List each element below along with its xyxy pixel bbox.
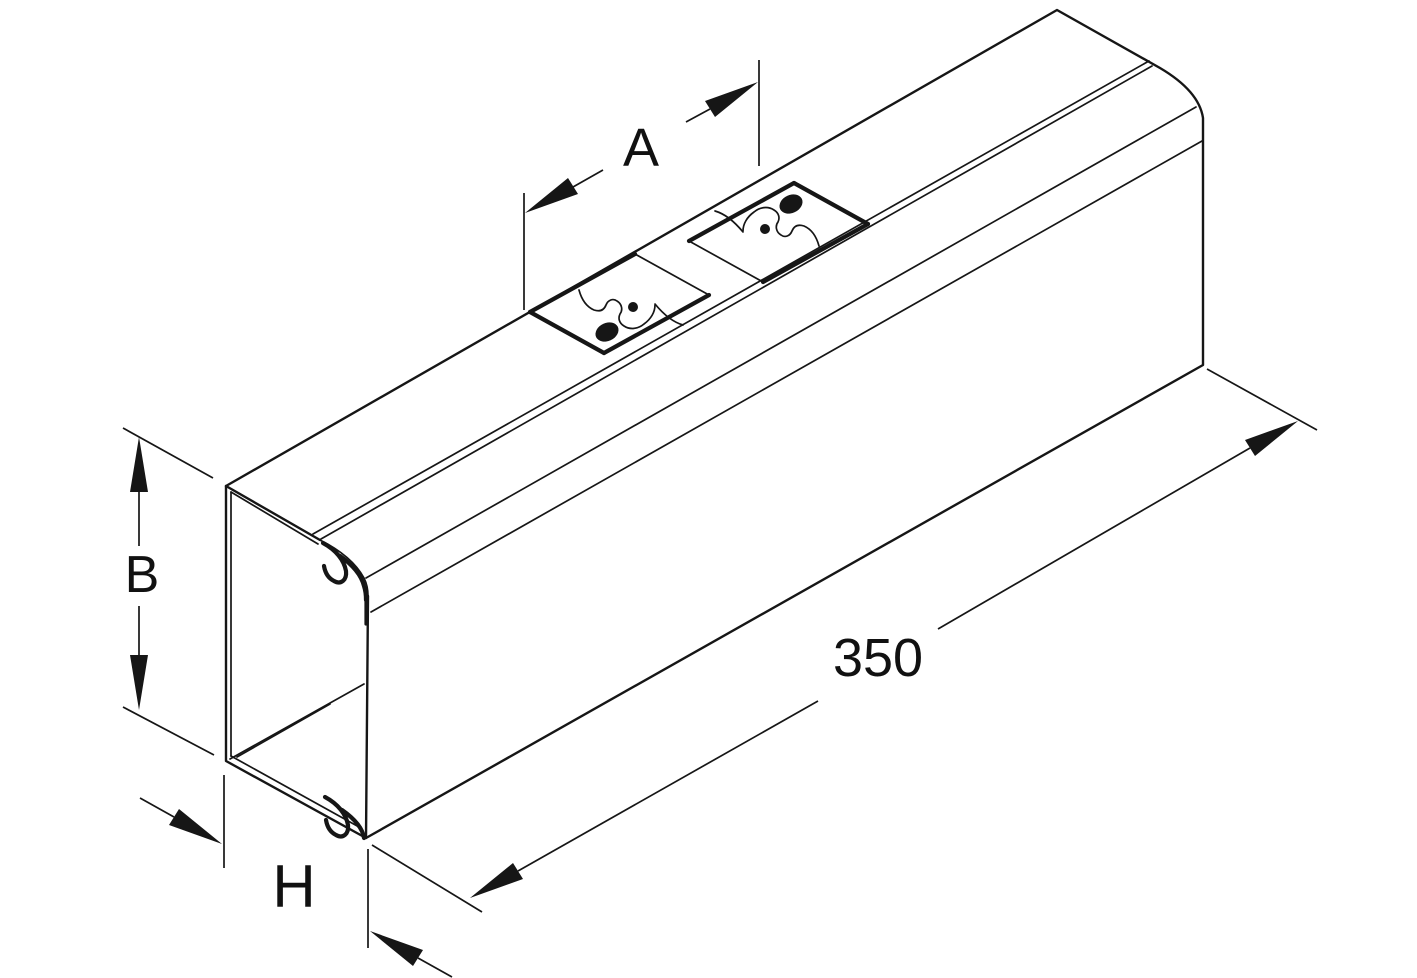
tab2-cut-right <box>791 180 871 227</box>
lid-curl-top-hook <box>320 540 349 585</box>
dim-b-label: B <box>125 546 160 604</box>
tab1-cut-ridge <box>527 251 638 315</box>
dim-a-line-right <box>685 108 711 123</box>
tab1-pilot-hole <box>628 302 638 312</box>
dimension-h: H <box>139 775 453 978</box>
open-end-thickness-top <box>230 491 319 545</box>
open-end-thickness-bottom <box>230 755 360 828</box>
dim-b-arrow-up <box>130 437 148 492</box>
dim-length-arrow-right <box>1245 421 1298 456</box>
dim-a-arrow-right <box>705 82 758 117</box>
dim-h-line-right <box>417 957 453 978</box>
lid-seam-line-2 <box>320 65 1153 540</box>
dim-length-arrow-left <box>470 863 523 898</box>
tab2-edge-left <box>688 240 764 283</box>
dim-b-arrow-down <box>130 655 148 710</box>
inner-bottom-edge2 <box>236 703 331 758</box>
dim-length-line-right <box>937 447 1251 630</box>
tab2-tongue-tail <box>714 210 744 233</box>
lid-curl-top-arc <box>337 553 369 603</box>
fixing-tab-1 <box>527 251 712 356</box>
lid-front-lip-line <box>370 140 1203 613</box>
tab2-cut-top <box>686 180 797 244</box>
dim-length-line-left <box>517 700 819 872</box>
open-end-top-edge <box>224 484 322 542</box>
dim-h-arrow-left <box>169 809 222 844</box>
dimension-b: B <box>122 427 215 756</box>
duct-outline <box>224 8 1205 840</box>
tab1-tongue-tail <box>654 303 684 326</box>
top-front-fold-line <box>365 106 1197 579</box>
open-end-front-edge <box>364 594 370 840</box>
tab2-cut-seam <box>760 221 871 285</box>
dim-h-arrow-right <box>370 931 423 966</box>
open-end-lid-curl-outer <box>319 539 369 597</box>
tab2-pilot-hole <box>760 224 770 234</box>
tab1-edge-right <box>634 253 710 296</box>
tab1-cut-left <box>527 309 607 356</box>
dimension-a: A <box>523 60 760 310</box>
fixing-tab-2 <box>686 180 871 285</box>
dim-length-ext-left <box>371 844 483 913</box>
dim-a-label: A <box>623 118 659 178</box>
dim-h-label: H <box>272 853 315 920</box>
tab1-cut-bottom <box>601 292 712 356</box>
dim-b-ext-top <box>122 427 214 479</box>
dim-b-ext-bottom <box>122 706 215 756</box>
tab2-screw-hole <box>779 194 803 214</box>
tab2-tongue-notch <box>742 206 820 247</box>
dim-length-ext-right <box>1206 368 1318 431</box>
dimension-length: 350 <box>371 368 1318 913</box>
dim-length-label: 350 <box>833 628 923 688</box>
tab1-screw-hole <box>595 322 619 342</box>
lid-seam-line-1 <box>312 60 1150 535</box>
tab1-tongue-notch <box>578 289 656 330</box>
dim-a-line-left <box>572 169 604 188</box>
dim-a-arrow-left <box>525 178 578 213</box>
duct-body <box>224 8 1205 841</box>
bottom-curl-arc <box>339 807 367 841</box>
inner-bottom-edge <box>229 683 365 760</box>
dim-h-line-left <box>139 797 175 818</box>
